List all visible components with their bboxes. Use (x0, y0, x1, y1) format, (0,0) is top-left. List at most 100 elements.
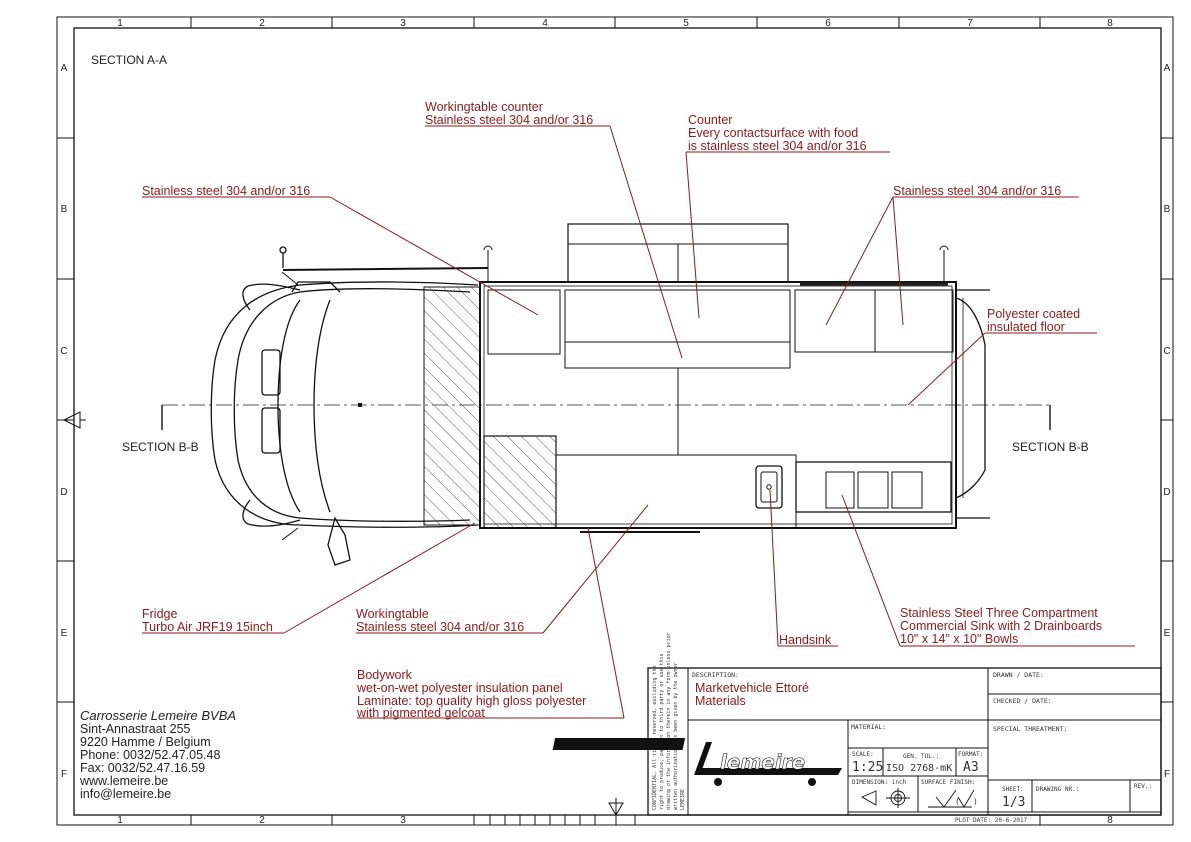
col-label: 2 (259, 18, 265, 29)
description-line1: Marketvehicle Ettoré (695, 681, 809, 695)
row-label: C (1163, 346, 1170, 357)
three-compartment-sink (795, 461, 952, 513)
col-label: 2 (259, 815, 265, 826)
col-label: 6 (825, 18, 831, 29)
surface-finish-icon: ( ) (928, 789, 978, 808)
drawing-nr-label: DRAWING NR.: (1036, 786, 1079, 793)
format-label: FORMAT: (958, 751, 983, 758)
row-label: A (61, 63, 68, 74)
description-label: DESCRIPTION: (692, 671, 739, 679)
callout-fridge-model: Turbo Air JRF19 15inch (142, 620, 273, 634)
sheet-label: SHEET: (1002, 786, 1024, 793)
scale-value: 1:25 (852, 760, 883, 775)
col-label: 1 (117, 815, 123, 826)
confidential-line2: right to produce, pass on to third party… (659, 653, 665, 810)
callout-bodywork-title: Bodywork (357, 668, 413, 682)
gen-tol-label: GEN. TOL.: (903, 753, 939, 760)
callout-stainless-right: Stainless steel 304 and/or 316 (893, 184, 1061, 198)
section-bb-right: SECTION B-B (1012, 440, 1089, 454)
company-logo: CARROSSERIE lemeire (552, 738, 842, 786)
col-label: 3 (400, 815, 406, 826)
col-label: 4 (542, 18, 548, 29)
company-info: Carrosserie Lemeire BVBA Sint-Annastraat… (79, 708, 236, 801)
section-aa-title: SECTION A-A (91, 53, 167, 67)
svg-text:): ) (973, 797, 978, 806)
callout-counter-title: Counter (688, 113, 732, 127)
callout-sink-line1: Stainless Steel Three Compartment (900, 606, 1098, 620)
callout-workingtable-counter-title: Workingtable counter (425, 100, 543, 114)
row-label: F (61, 769, 67, 780)
col-label: 3 (400, 18, 406, 29)
callout-handsink: Handsink (779, 633, 832, 647)
gen-tol-value: ISO 2768-mK (886, 763, 952, 774)
callout-stainless-left: Stainless steel 304 and/or 316 (142, 184, 310, 198)
row-label: F (1164, 769, 1170, 780)
callout-floor-line1: Polyester coated (987, 307, 1080, 321)
col-label: 8 (1107, 18, 1113, 29)
company-name: Carrosserie Lemeire BVBA (80, 708, 236, 723)
svg-text:lemeire: lemeire (720, 750, 805, 774)
row-label: E (61, 628, 68, 639)
callout-sink-line3: 10" x 14" x 10" Bowls (900, 632, 1018, 646)
callout-bodywork-line4: with pigmented gelcoat (356, 706, 485, 720)
plot-date: PLOT DATE: 20-6-2017 (955, 817, 1028, 824)
projection-symbol-icon (860, 788, 910, 808)
counter-right (794, 289, 954, 353)
callout-fridge-title: Fridge (142, 607, 177, 621)
row-label: A (1164, 63, 1171, 74)
callout-counter-line2: Every contactsurface with food (688, 126, 858, 140)
row-label: E (1164, 628, 1171, 639)
confidential-line3: drawing or the information therein in an… (666, 632, 672, 810)
confidential-line1: CONFIDENTIAL. All rights reserved, exclu… (652, 666, 658, 811)
callout-bodywork-line2: wet-on-wet polyester insulation panel (356, 681, 563, 695)
confidential-line5: LEMEIRE (680, 789, 686, 810)
zone-labels: 1 2 3 4 5 6 7 8 1 2 3 8 A B C D E F A B … (60, 18, 1170, 826)
col-label: 5 (683, 18, 689, 29)
counter-center (564, 289, 791, 343)
company-line: www.lemeire.be (79, 774, 168, 788)
surface-finish-label: SURFACE FINISH: (921, 779, 975, 786)
section-bb-left: SECTION B-B (122, 440, 199, 454)
dimension-label: DIMENSION: inch (852, 779, 907, 786)
hatched-wall (423, 286, 481, 526)
row-label: C (60, 346, 67, 357)
col-label: 7 (967, 18, 973, 29)
col-label: 1 (117, 18, 123, 29)
inner-frame (73, 27, 1162, 816)
callout-counter-line3: is stainless steel 304 and/or 316 (688, 139, 867, 153)
drawn-label: DRAWN / DATE: (993, 671, 1044, 679)
checked-label: CHECKED / DATE: (993, 697, 1052, 705)
title-block: CONFIDENTIAL. All rights reserved, exclu… (552, 632, 1162, 824)
format-value: A3 (963, 760, 979, 775)
svg-text:CARROSSERIE: CARROSSERIE (730, 740, 805, 751)
company-line: 9220 Hamme / Belgium (80, 735, 211, 749)
vehicle-floorplan (210, 223, 990, 566)
callout-bodywork-line3: Laminate: top quality high gloss polyest… (357, 694, 586, 708)
row-label: D (1163, 487, 1170, 498)
callout-sink-line2: Commercial Sink with 2 Drainboards (900, 619, 1102, 633)
confidential-line4: written authorization has been given by … (673, 662, 679, 810)
material-label: MATERIAL: (851, 723, 886, 731)
description-line2: Materials (695, 694, 746, 708)
row-label: B (1164, 204, 1171, 215)
zone-ticks (57, 17, 1173, 825)
row-label: D (60, 487, 67, 498)
leader-lines (142, 125, 1135, 719)
callout-workingtable-material: Stainless steel 304 and/or 316 (356, 620, 524, 634)
company-line: Phone: 0032/52.47.05.48 (80, 748, 220, 762)
callout-workingtable-counter-material: Stainless steel 304 and/or 316 (425, 113, 593, 127)
col-label: 8 (1107, 815, 1113, 826)
sheet-value: 1/3 (1002, 795, 1025, 810)
rev-label: REV.: (1134, 783, 1152, 790)
counter-left (487, 289, 561, 355)
scale-label: SCALE: (852, 751, 874, 758)
company-line: Sint-Annastraat 255 (80, 722, 191, 736)
callout-floor-line2: insulated floor (987, 320, 1065, 334)
company-line: Fax: 0032/52.47.16.59 (80, 761, 205, 775)
row-label: B (61, 204, 68, 215)
handsink (755, 465, 783, 509)
vehicle-cab (210, 246, 479, 566)
callout-workingtable-title: Workingtable (356, 607, 429, 621)
company-line: info@lemeire.be (80, 787, 171, 801)
